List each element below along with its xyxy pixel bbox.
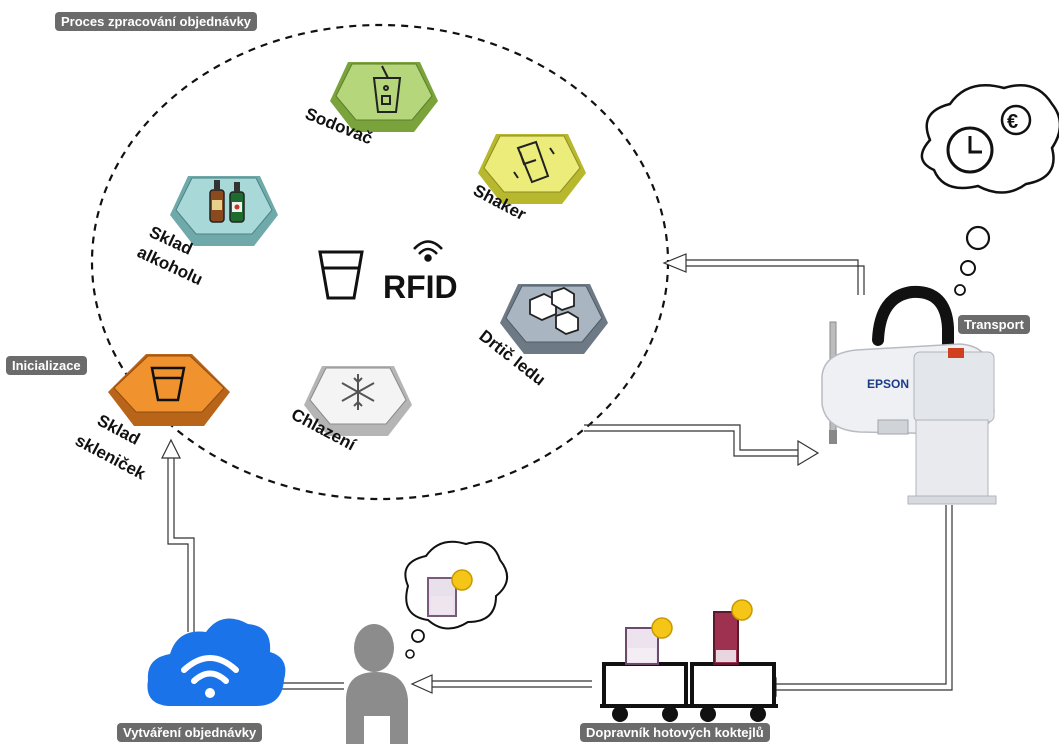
order-cloud [147,618,286,706]
finished-cocktail-1 [625,617,673,665]
badge-process: Proces zpracování objednávky [55,12,258,31]
station-drtic-ledu [500,284,608,354]
bottles-icon [209,180,245,223]
cocktail-conveyor [600,599,778,722]
shaker-icon [513,140,555,184]
station-sklad-sklenicek [108,354,230,426]
finished-cocktail-2 [713,599,753,665]
ice-cubes-icon [529,287,579,335]
badge-vytvareni-objednavky: Vytváření objednávky [117,723,263,742]
rfid-label: RFID [383,269,458,305]
flow-process-to-transport [584,424,820,467]
station-shaker [478,134,586,204]
station-sklad-alkoholu [170,176,278,246]
cocktail-icon [427,569,473,617]
badge-inicializace: Inicializace [6,356,87,375]
soda-glass-icon [372,65,402,113]
station-sodovac [330,62,438,132]
customer-thought-bubble [404,540,508,659]
flow-transport-to-conveyor [754,505,953,697]
glass-icon [150,366,186,402]
snowflake-icon [341,374,375,410]
cost-time-thought: € [920,84,1059,296]
epson-scara-robot: EPSON [821,285,997,505]
svg-text:€: € [1007,111,1018,133]
glass-icon [318,250,364,300]
station-chlazeni [304,366,412,436]
badge-dopravnik: Dopravník hotových koktejlů [580,723,770,742]
clock-icon [946,126,994,174]
flow-transport-to-process [662,253,865,295]
euro-icon: € [1000,104,1032,136]
rfid-wifi-icon [413,240,443,262]
wifi-icon [181,655,239,684]
flow-order-to-glasses [161,438,195,632]
badge-transport: Transport [958,315,1030,334]
robot-brand-label: EPSON [867,377,909,391]
flow-conveyor-to-customer [410,674,592,694]
customer-person-icon [346,624,408,744]
